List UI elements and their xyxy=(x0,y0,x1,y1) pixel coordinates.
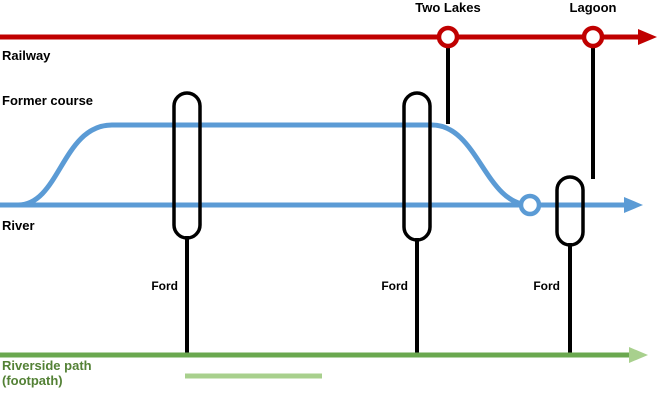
bridge-3 xyxy=(555,175,585,247)
footpath-arrow-icon xyxy=(629,347,648,363)
bridge-1 xyxy=(172,91,202,240)
crossing-label-2: Ford xyxy=(381,279,408,293)
station-label-lagoon: Lagoon xyxy=(569,0,617,15)
former-course-line xyxy=(17,122,531,208)
station-label-two-lakes: Two Lakes xyxy=(415,0,481,15)
station-marker-lagoon xyxy=(581,25,605,49)
station-marker-two-lakes xyxy=(436,25,460,49)
former-course-label: Former course xyxy=(2,93,94,108)
railway-label: Railway xyxy=(2,48,51,63)
railway-arrow-icon xyxy=(638,29,657,45)
river-junction-marker xyxy=(518,193,542,217)
bridge-2 xyxy=(402,91,432,242)
footpath-label-line2: (footpath) xyxy=(2,373,63,388)
footpath-label-line1: Riverside path xyxy=(2,358,92,373)
river-label: River xyxy=(2,218,35,233)
river-arrow-icon xyxy=(624,197,643,213)
crossing-label-1: Ford xyxy=(151,279,178,293)
crossing-label-3: Ford xyxy=(533,279,560,293)
